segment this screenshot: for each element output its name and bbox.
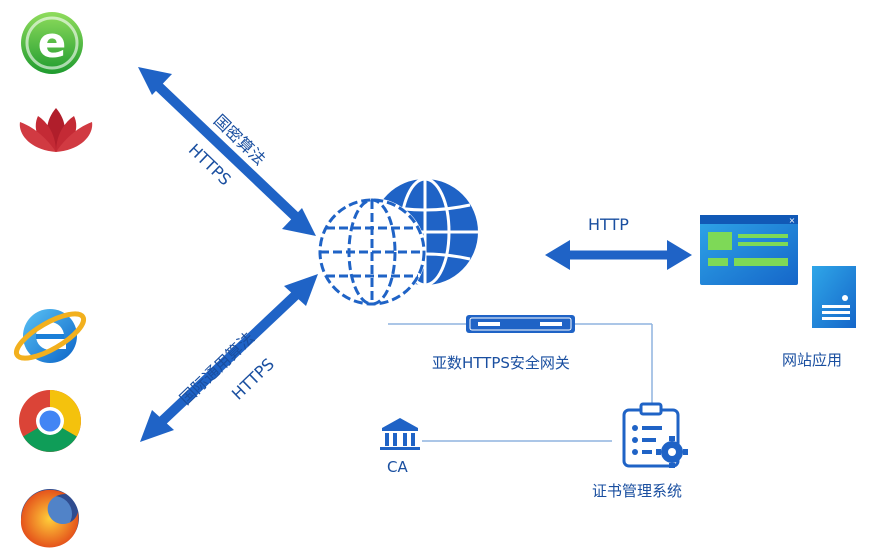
cert-management-icon [622, 402, 688, 468]
ie-browser-icon [13, 309, 87, 363]
connector-lines [388, 323, 653, 442]
firefox-browser-icon [20, 489, 79, 548]
gateway-device-icon [466, 315, 575, 333]
cert-system-label: 证书管理系统 [592, 482, 683, 500]
arrow-upper [138, 67, 316, 236]
360-browser-icon: e [21, 12, 83, 74]
browser-window-icon: × [700, 215, 798, 285]
website-label: 网站应用 [782, 351, 843, 369]
svg-text:e: e [38, 18, 67, 67]
http-label: HTTP [588, 215, 629, 234]
ca-bank-icon [380, 418, 420, 450]
arrow-lower [140, 274, 318, 442]
globe-icon [318, 177, 478, 306]
gateway-label: 亚数HTTPS安全网关 [432, 354, 570, 372]
arrow-http [545, 240, 692, 270]
lotus-browser-icon [19, 108, 93, 152]
svg-text:×: × [789, 216, 796, 225]
ca-label: CA [387, 458, 408, 476]
server-icon [812, 266, 856, 328]
chrome-browser-icon [19, 390, 81, 452]
